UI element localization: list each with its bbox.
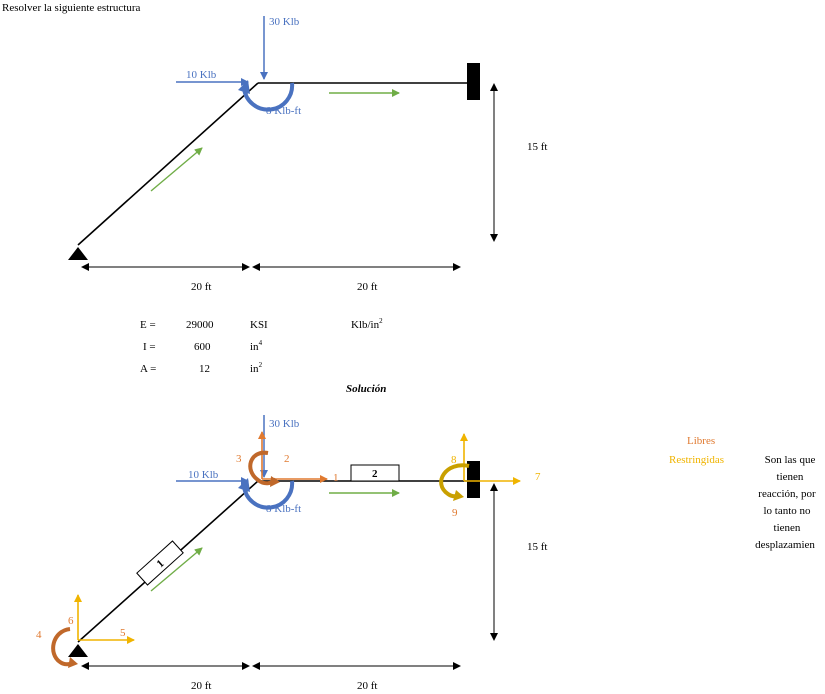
- moment-label: 8 Klb-ft: [266, 105, 301, 117]
- dof-6-label: 6: [68, 615, 74, 627]
- dof-5-label: 5: [120, 627, 126, 639]
- dof-3-arrowhead: [270, 476, 280, 487]
- span-right-label: 20 ft: [357, 281, 377, 293]
- prop-e-value: 29000: [186, 319, 214, 331]
- prop-a-unit-exp: 2: [259, 361, 263, 369]
- legend-note-line-5: tienen: [774, 522, 801, 534]
- span-left-label: 20 ft: [191, 281, 211, 293]
- prop-e-extra: Klb/in2: [351, 317, 383, 331]
- moment-arrowhead: [238, 80, 250, 94]
- dof-3-label: 3: [236, 453, 242, 465]
- fixed-support: [467, 63, 480, 100]
- prop-i-value: 600: [194, 341, 211, 353]
- dof-4-arrowhead: [68, 657, 78, 668]
- prop-i-unit-text: in: [250, 341, 259, 353]
- height-dimension-label: 15 ft: [527, 541, 547, 553]
- span-left-label: 20 ft: [191, 680, 211, 692]
- legend-note-line-3: reacción, por: [758, 488, 816, 500]
- prop-a-unit: in2: [250, 361, 263, 375]
- vertical-load-label: 30 Klb: [269, 16, 300, 28]
- properties-table: E = 29000 KSI Klb/in2 I = 600 in4 A = 12…: [140, 317, 383, 375]
- span-right-label: 20 ft: [357, 680, 377, 692]
- element-1-box: 1: [136, 540, 184, 586]
- moment-arc: [242, 82, 295, 112]
- horizontal-load-label: 10 Klb: [186, 69, 217, 81]
- solution-title: Solución: [346, 383, 386, 395]
- prop-a-unit-text: in: [250, 363, 259, 375]
- legend-restringidas: Restringidas: [669, 454, 724, 466]
- prop-i-unit-exp: 4: [259, 339, 263, 347]
- local-axis-arrow-inclined: [150, 547, 203, 592]
- pin-support: [68, 644, 88, 657]
- element-2-label: 2: [372, 468, 378, 480]
- legend-note-line-1: Son las que: [765, 454, 816, 466]
- moment-arc: [242, 480, 295, 510]
- moment-arrowhead: [238, 478, 250, 492]
- dof-2-label: 2: [284, 453, 290, 465]
- horizontal-load-label: 10 Klb: [188, 469, 219, 481]
- vertical-load-label: 30 Klb: [269, 418, 300, 430]
- height-dimension-label: 15 ft: [527, 141, 547, 153]
- prop-a-label: A =: [140, 363, 156, 375]
- prop-a-value: 12: [199, 363, 210, 375]
- dof-9-label: 9: [452, 507, 458, 519]
- dof-1-label: 1: [333, 472, 339, 484]
- legend-note-line-6: desplazamien: [755, 539, 815, 551]
- inclined-member: [77, 82, 259, 246]
- diagram-1: 30 Klb 10 Klb 8 Klb-ft 15 ft 20 ft 20 ft: [68, 16, 547, 293]
- prop-i-unit: in4: [250, 339, 263, 353]
- prop-e-extra-text: Klb/in: [351, 319, 380, 331]
- element-2-box: [350, 464, 400, 482]
- dof-8-label: 8: [451, 454, 457, 466]
- local-axis-arrow-inclined: [150, 147, 203, 192]
- prop-e-extra-exp: 2: [379, 317, 383, 325]
- legend-libres: Libres: [687, 435, 715, 447]
- moment-label: 8 Klb-ft: [266, 503, 301, 515]
- pin-support: [68, 247, 88, 260]
- diagram-2: 1 2 30 Klb 10 Klb 8 Klb-ft 1 2 3 4 5 6 7: [36, 415, 547, 692]
- fixed-support: [467, 461, 480, 498]
- prop-e-label: E =: [140, 319, 156, 331]
- dof-7-label: 7: [535, 471, 541, 483]
- legend: Libres Restringidas Son las que tienen r…: [669, 435, 816, 551]
- dof-4-label: 4: [36, 629, 42, 641]
- legend-note-line-2: tienen: [777, 471, 804, 483]
- legend-note-line-4: lo tanto no: [763, 505, 811, 517]
- dof-9-arrowhead: [453, 490, 464, 501]
- prop-i-label: I =: [143, 341, 156, 353]
- header-title: Resolver la siguiente estructura: [2, 2, 140, 14]
- prop-e-unit: KSI: [250, 319, 268, 331]
